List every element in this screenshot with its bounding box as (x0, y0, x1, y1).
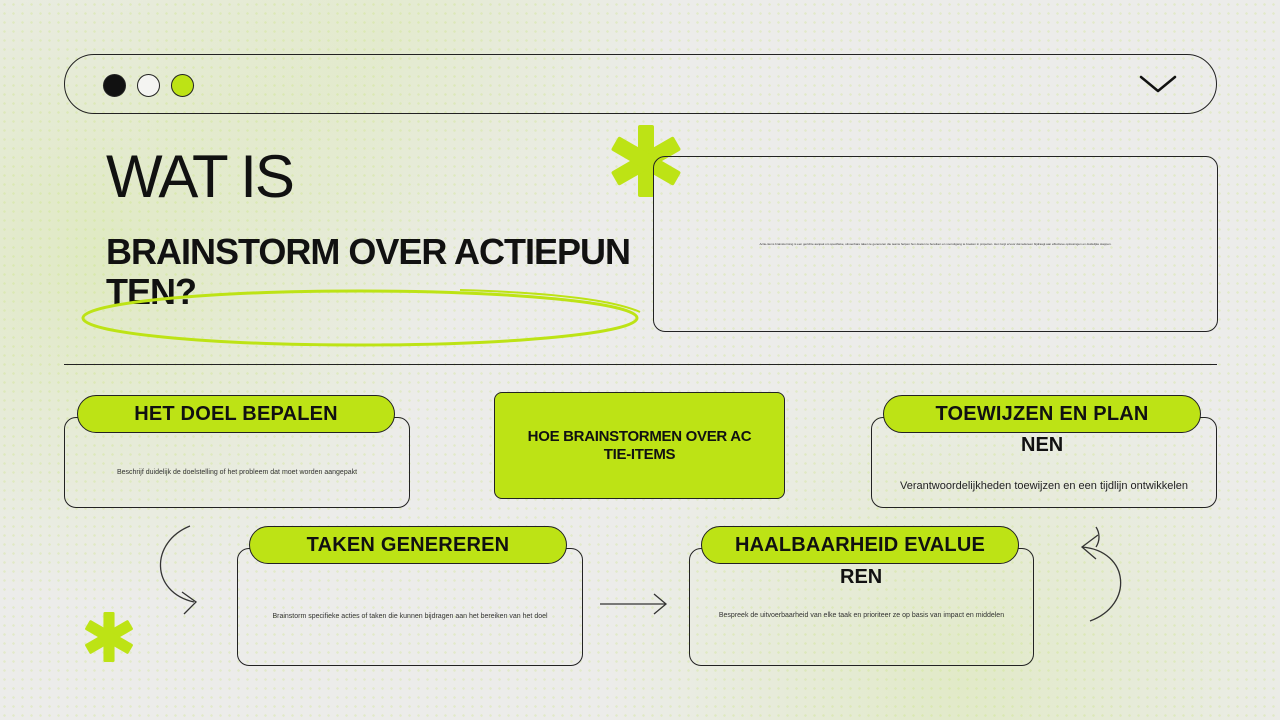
step-description: Verantwoordelijkheden toewijzen en een t… (899, 479, 1188, 492)
step-title-assign-plan: TOEWIJZEN EN PLAN (883, 395, 1201, 433)
intro-box: Actie-items brainstorming is een gericht… (653, 156, 1218, 332)
window-bar (64, 54, 1217, 114)
curved-arrow-icon (1080, 526, 1122, 622)
intro-text: Actie-items brainstorming is een gericht… (759, 242, 1112, 246)
window-dot-green-icon[interactable] (171, 74, 194, 97)
step-title-evaluate-feasibility: HAALBAARHEID EVALUE (701, 526, 1019, 564)
step-description: Brainstorm specifieke acties of taken di… (272, 613, 548, 620)
window-dot-white-icon[interactable] (137, 74, 160, 97)
asterisk-icon (85, 612, 133, 662)
window-dot-black-icon[interactable] (103, 74, 126, 97)
step-description: Beschrijf duidelijk de doelstelling of h… (116, 468, 358, 476)
step-description: Bespreek de uitvoerbaarheid van elke taa… (718, 612, 1005, 619)
center-topic-box: HOE BRAINSTORMEN OVER ACTIE-ITEMS (494, 392, 785, 499)
highlight-ellipse (81, 289, 641, 347)
section-divider (64, 364, 1217, 365)
step-title-generate-tasks: TAKEN GENEREREN (249, 526, 567, 564)
arrow-right-icon (600, 593, 668, 615)
asterisk-icon (611, 125, 681, 197)
step-title-define-goal: HET DOEL BEPALEN (77, 395, 395, 433)
page-title-line2: BRAINSTORM OVER ACTIEPUNTEN? (106, 231, 631, 312)
chevron-down-icon[interactable] (1138, 69, 1178, 99)
page-title-line1: WAT IS (106, 143, 295, 210)
step-title-overflow: NEN (1021, 434, 1064, 456)
step-title-overflow: REN (840, 566, 883, 588)
step-card-generate-tasks: Brainstorm specifieke acties of taken di… (237, 548, 583, 666)
curved-arrow-icon (159, 525, 198, 615)
